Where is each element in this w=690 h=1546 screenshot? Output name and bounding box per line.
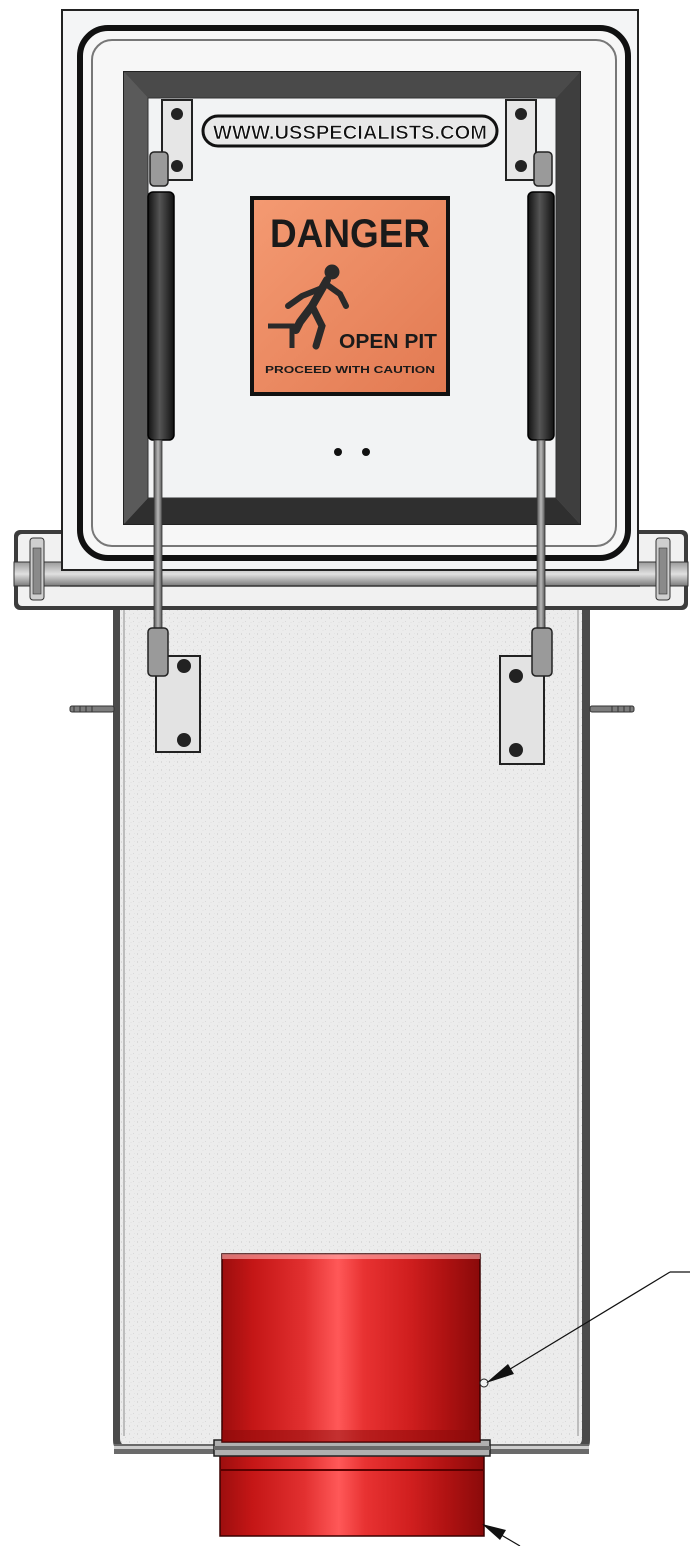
lid-dimple-left (334, 448, 342, 456)
url-plaque: WWW.USSPECIALISTS.COM (201, 114, 499, 148)
sign-subtitle: OPEN PIT (339, 331, 437, 353)
pipe-nub (479, 1378, 489, 1388)
lid-dimple-right (362, 448, 370, 456)
person-falling-icon (268, 264, 349, 350)
url-text: WWW.USSPECIALISTS.COM (213, 123, 487, 144)
left-gas-strut (147, 151, 175, 677)
arrow-icon (486, 1364, 514, 1383)
red-pipe (213, 1253, 491, 1537)
upper-right-bracket (505, 99, 537, 181)
right-gas-strut (527, 151, 555, 677)
sign-title: DANGER (270, 212, 430, 256)
left-stud (69, 705, 115, 713)
arrow-icon (482, 1524, 506, 1540)
leader-line-upper (486, 1271, 690, 1383)
right-stud (589, 705, 635, 713)
upper-left-bracket (161, 99, 193, 181)
leader-line-lower (482, 1524, 521, 1546)
danger-sign: DANGER OPEN PIT PROCEED WITH CAUTION (250, 196, 450, 396)
sign-caution-line: PROCEED WITH CAUTION (265, 365, 435, 376)
